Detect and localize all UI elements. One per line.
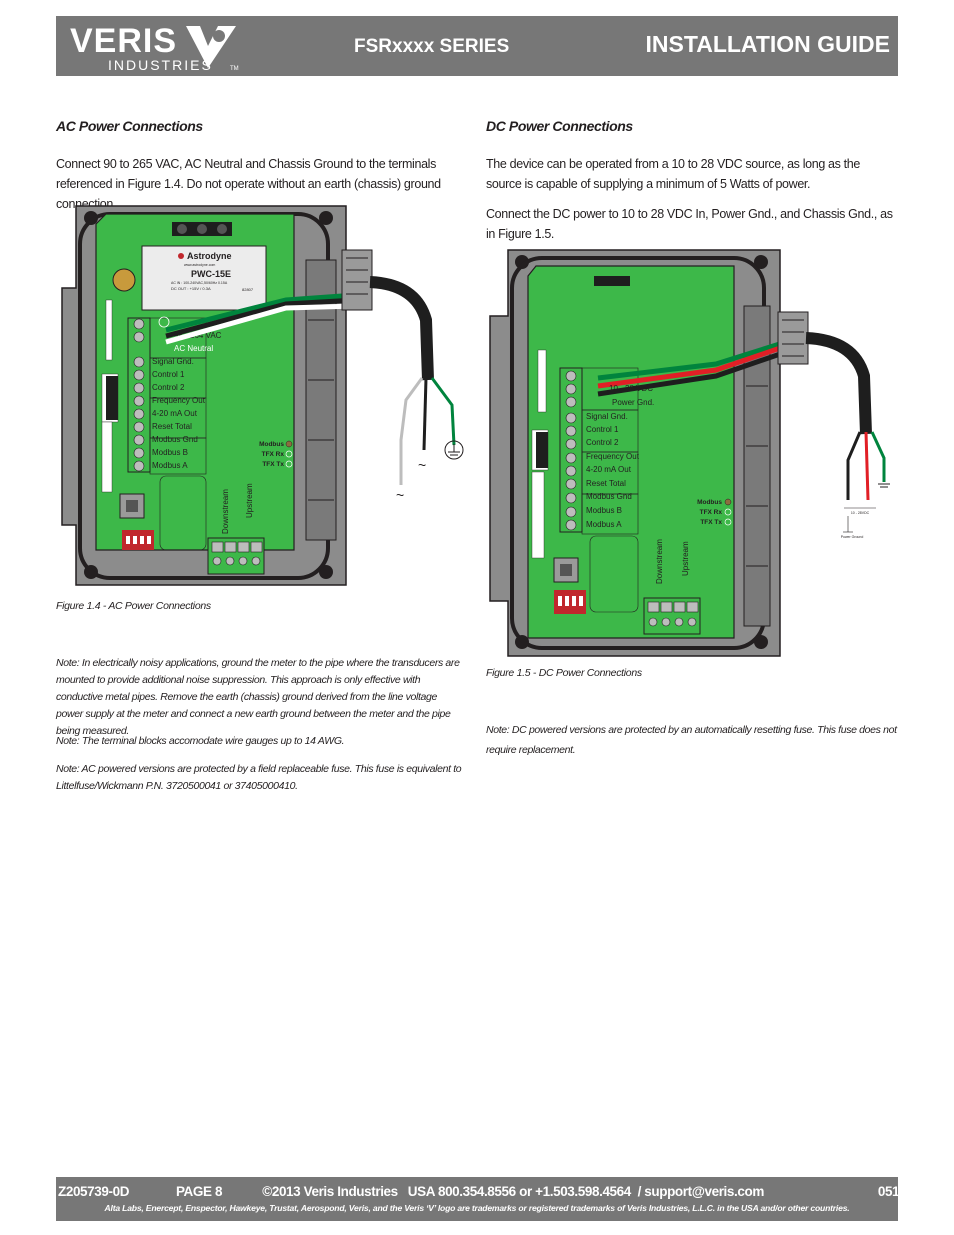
svg-text:AC IN : 100-240VAC,50/60Hz 0.1: AC IN : 100-240VAC,50/60Hz 0.15A: [171, 281, 228, 285]
green-wire: [597, 339, 787, 381]
terminal-label: Control 2: [152, 383, 185, 392]
terminal-label: Signal Gnd.: [152, 357, 194, 366]
terminal-label: Modbus B: [586, 506, 622, 515]
ac-caption: Figure 1.4 - AC Power Connections: [56, 600, 211, 612]
terminal-label: Frequency Out: [152, 396, 206, 405]
led-label: Modbus: [697, 499, 722, 506]
led-icon: [285, 450, 293, 458]
terminal-label: Control 1: [152, 370, 185, 379]
ac-body: Connect 90 to 265 VAC, AC Neutral and Ch…: [56, 157, 441, 211]
green-wire: [165, 292, 357, 333]
led-icon: [724, 498, 732, 506]
dc-body-2: Connect the DC power to 10 to 28 VDC In,…: [486, 207, 893, 241]
ac-note-noise: Note: In electrically noisy applications…: [56, 657, 460, 737]
header-bar: VERIS INDUSTRIES TM FSRxxxx SERIES INSTA…: [56, 16, 898, 76]
cable-gland: [341, 249, 373, 311]
veris-logo: VERIS INDUSTRIES TM: [70, 22, 239, 72]
led-icon: [724, 518, 732, 526]
svg-text:Astrodyne: Astrodyne: [187, 251, 232, 261]
svg-text:Downstream: Downstream: [221, 489, 230, 534]
svg-text:Upstream: Upstream: [245, 483, 254, 518]
svg-text:~: ~: [396, 487, 404, 503]
terminal-label: Signal Gnd.: [586, 412, 628, 421]
svg-text:www.astrodyne.com: www.astrodyne.com: [184, 263, 215, 267]
dc-caption: Figure 1.5 - DC Power Connections: [486, 667, 642, 679]
ac-note-gauge: Note: The terminal blocks accomodate wir…: [56, 735, 345, 747]
svg-text:82807: 82807: [242, 287, 254, 292]
terminal-label: Modbus A: [586, 520, 622, 529]
power-cable: [805, 332, 872, 435]
power-supply-module: [141, 245, 267, 311]
black-wire: [165, 297, 357, 339]
svg-text:PWC-15E: PWC-15E: [191, 269, 231, 279]
svg-text:DC OUT : +15V / 0.3A: DC OUT : +15V / 0.3A: [171, 286, 211, 291]
white-wire: [165, 303, 357, 345]
svg-text:Power Ground: Power Ground: [841, 535, 864, 539]
series-title: FSRxxxx SERIES: [354, 36, 510, 57]
terminal-label: 4-20 mA Out: [152, 409, 198, 418]
terminal-label: Modbus Gnd: [152, 435, 198, 444]
dc-note-fuse: Note: DC powered versions are protected …: [486, 724, 897, 756]
terminal-label: Control 2: [586, 438, 619, 447]
led-label: TFX Tx: [700, 519, 722, 526]
ac-note-fuse: Note: AC powered versions are protected …: [56, 763, 462, 792]
led-icon: [285, 460, 293, 468]
power-cable: [369, 276, 434, 381]
earth-ground-icon: [444, 440, 464, 460]
footer-trademarks: Alta Labs, Enercept, Enspector, Hawkeye,…: [104, 1203, 850, 1213]
footer-info: Z205739-0D PAGE 8 ©2013 Veris Industries…: [58, 1184, 914, 1199]
svg-text:INDUSTRIES: INDUSTRIES: [108, 57, 213, 72]
dc-power-figure: 10 - 28 VDC Power Gnd. Signal Gnd. Contr…: [489, 249, 890, 657]
terminal-label: 4-20 mA Out: [586, 465, 632, 474]
dc-section: DC Power Connections The device can be o…: [486, 118, 898, 244]
guide-title: INSTALLATION GUIDE: [645, 31, 890, 57]
terminal-label: 10 - 28 VDC: [609, 384, 653, 393]
led-icon: [724, 508, 732, 516]
terminal-label: AC Neutral: [174, 344, 213, 353]
led-label: TFX Rx: [700, 509, 723, 516]
ac-power-figure: Astrodyne www.astrodyne.com PWC-15E AC I…: [61, 205, 464, 586]
red-wire: [597, 343, 787, 389]
terminal-label: Power Gnd.: [612, 398, 654, 407]
svg-text:Upstream: Upstream: [681, 541, 690, 576]
terminal-label: Frequency Out: [586, 452, 640, 461]
svg-text:VERIS: VERIS: [70, 22, 177, 60]
svg-text:Downstream: Downstream: [655, 539, 664, 584]
led-icon: [285, 440, 293, 448]
terminal-label: Reset Total: [586, 479, 626, 488]
led-label: Modbus: [259, 441, 284, 448]
ac-heading: AC Power Connections: [56, 118, 203, 134]
svg-text:TM: TM: [230, 66, 239, 72]
terminal-label: Modbus Gnd: [586, 492, 632, 501]
led-label: TFX Tx: [262, 461, 284, 468]
footer-bar: Z205739-0D PAGE 8 ©2013 Veris Industries…: [56, 1177, 914, 1221]
dip-switch: [122, 530, 154, 550]
terminal-screws: [133, 318, 145, 472]
svg-text:~: ~: [418, 457, 426, 473]
dc-body-1: The device can be operated from a 10 to …: [486, 157, 861, 191]
terminal-label: Control 1: [586, 425, 619, 434]
terminal-label: Modbus B: [152, 448, 188, 457]
dc-heading: DC Power Connections: [486, 118, 633, 134]
led-label: TFX Rx: [262, 451, 285, 458]
black-wire: [597, 349, 787, 397]
terminal-label: Reset Total: [152, 422, 192, 431]
terminal-screws: [565, 370, 577, 531]
ac-section: AC Power Connections Connect 90 to 265 V…: [56, 118, 466, 214]
terminal-label: Modbus A: [152, 461, 188, 470]
svg-text:10 - 28VDC: 10 - 28VDC: [851, 511, 870, 515]
